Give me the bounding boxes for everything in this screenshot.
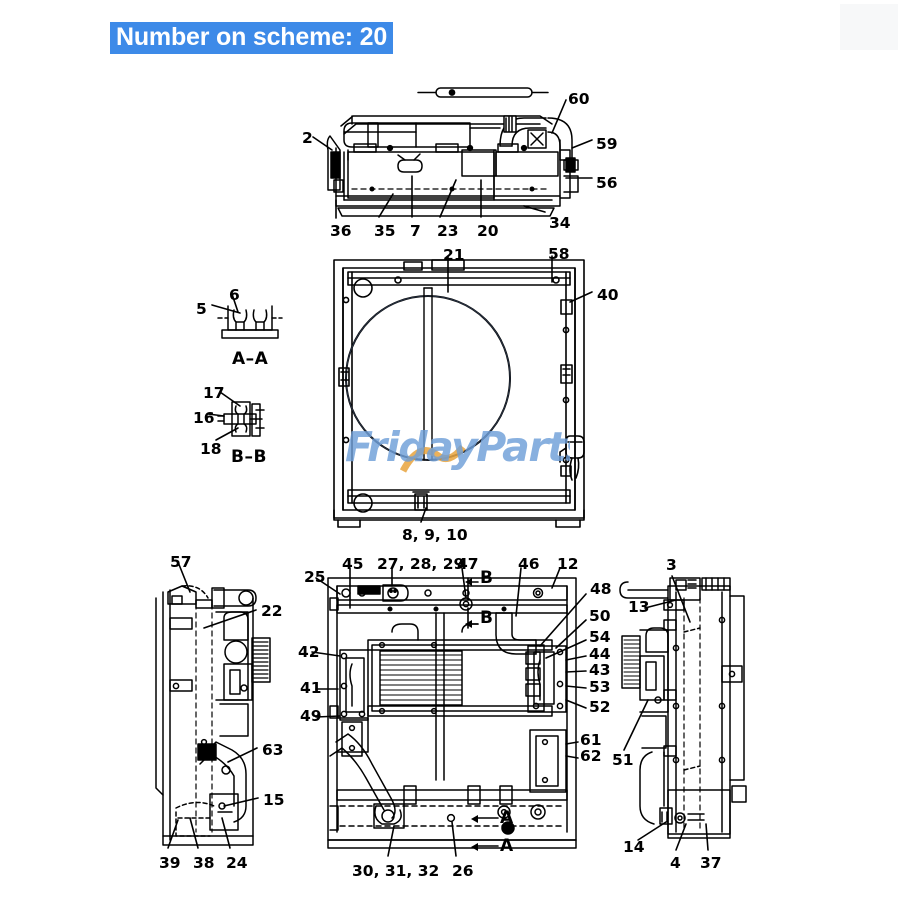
- section-label-bb: B–B: [231, 447, 267, 467]
- callout-25: 25: [304, 568, 326, 586]
- callout-21: 21: [443, 246, 465, 264]
- section-mark-a-top: A: [500, 808, 514, 828]
- callout-7: 7: [410, 222, 421, 240]
- callout-56: 56: [596, 174, 618, 192]
- callout-4: 4: [670, 854, 681, 872]
- callout-36: 36: [330, 222, 352, 240]
- section-label-aa: A–A: [232, 349, 269, 369]
- callout-51: 51: [612, 751, 634, 769]
- corner-artifact: [840, 4, 898, 50]
- callout-58: 58: [548, 245, 570, 263]
- callout-22: 22: [261, 602, 283, 620]
- callout-53: 53: [589, 678, 611, 696]
- callout-24: 24: [226, 854, 248, 872]
- section-mark-b-top: B: [480, 568, 494, 588]
- callout-45: 45: [342, 555, 364, 573]
- callout-63: 63: [262, 741, 284, 759]
- callout-2: 2: [302, 129, 313, 147]
- callout-5: 5: [196, 300, 207, 318]
- callout-57: 57: [170, 553, 192, 571]
- callout-41: 41: [300, 679, 322, 697]
- callout-27-28-29: 27, 28, 29: [377, 555, 465, 573]
- section-mark-b-bottom: B: [480, 608, 494, 628]
- callout-23: 23: [437, 222, 459, 240]
- callout-13: 13: [628, 598, 650, 616]
- callout-62: 62: [580, 747, 602, 765]
- callout-8-9-10: 8, 9, 10: [402, 526, 468, 544]
- callout-50: 50: [589, 607, 611, 625]
- callout-43: 43: [589, 661, 611, 679]
- callout-46: 46: [518, 555, 540, 573]
- section-mark-a-bottom: A: [500, 836, 514, 856]
- callout-60: 60: [568, 90, 590, 108]
- callout-37: 37: [700, 854, 722, 872]
- callout-18: 18: [200, 440, 222, 458]
- callout-61: 61: [580, 731, 602, 749]
- callout-38: 38: [193, 854, 215, 872]
- callout-26: 26: [452, 862, 474, 880]
- page-title: Number on scheme: 20: [110, 22, 394, 55]
- callout-54: 54: [589, 628, 611, 646]
- callout-59: 59: [596, 135, 618, 153]
- callout-12: 12: [557, 555, 579, 573]
- callout-20: 20: [477, 222, 499, 240]
- callout-49: 49: [300, 707, 322, 725]
- callout-34: 34: [549, 214, 571, 232]
- callout-47: 47: [457, 555, 479, 573]
- callout-40: 40: [597, 286, 619, 304]
- callout-14: 14: [623, 838, 645, 856]
- callout-35: 35: [374, 222, 396, 240]
- callout-48: 48: [590, 580, 612, 598]
- callout-3: 3: [666, 556, 677, 574]
- callout-16: 16: [193, 409, 215, 427]
- callout-15: 15: [263, 791, 285, 809]
- callout-6: 6: [229, 286, 240, 304]
- callout-17: 17: [203, 384, 225, 402]
- callout-30-31-32: 30, 31, 32: [352, 862, 440, 880]
- callout-39: 39: [159, 854, 181, 872]
- callout-42: 42: [298, 643, 320, 661]
- callout-52: 52: [589, 698, 611, 716]
- callout-44: 44: [589, 645, 611, 663]
